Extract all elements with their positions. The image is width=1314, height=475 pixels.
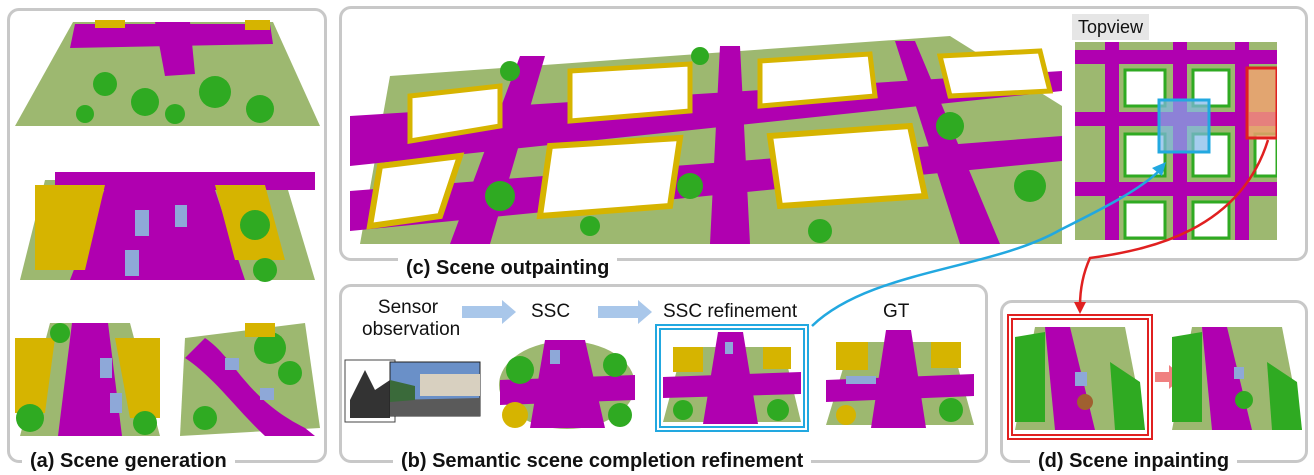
sensor-observation-image [344, 359, 481, 423]
red-arrowhead [1074, 302, 1086, 314]
inpainting-output-scene [1172, 327, 1302, 430]
topview-map [1075, 42, 1277, 240]
generated-scene-4 [180, 323, 320, 436]
red-connector-arrow [1078, 139, 1270, 307]
ssc-label: SSC [531, 301, 571, 322]
outpainting-city-scene [350, 36, 1062, 244]
sensor-label-line2: observation [362, 319, 461, 340]
arrow-ssc-to-refinement [598, 306, 640, 318]
arrowhead-1 [502, 300, 516, 324]
blue-arrowhead [1152, 162, 1166, 176]
generated-scene-3 [15, 323, 160, 436]
caption-scene-outpainting: (c) Scene outpainting [398, 256, 618, 280]
gt-label: GT [883, 301, 910, 322]
ssc-refinement-label: SSC refinement [663, 301, 798, 322]
arrowhead-2 [638, 300, 652, 324]
caption-scene-inpainting: (d) Scene inpainting [1030, 449, 1238, 473]
blue-connector-arrow [811, 169, 1161, 327]
ssc-result-scene [499, 340, 635, 429]
sensor-label-line1: Sensor [377, 297, 439, 318]
inpainting-input-scene [1015, 327, 1145, 430]
generated-scene-1 [15, 20, 320, 126]
ground-truth-scene [826, 330, 974, 428]
ssc-refinement-highlight-box [655, 324, 809, 432]
topview-label: Topview [1072, 14, 1150, 40]
ssc-refinement-highlight-inner [659, 328, 805, 428]
arrow-sensor-to-ssc [462, 306, 504, 318]
caption-scene-generation: (a) Scene generation [22, 449, 235, 473]
caption-ssc-refinement: (b) Semantic scene completion refinement [393, 449, 812, 473]
inpainting-input-highlight-inner [1011, 318, 1149, 436]
generated-scene-2 [20, 172, 315, 282]
inpainting-input-highlight [1007, 314, 1153, 440]
ssc-refinement-scene [663, 332, 801, 424]
sensor-observation-label: Sensor observation [362, 297, 460, 341]
panel-scene-outpainting [339, 6, 1308, 261]
